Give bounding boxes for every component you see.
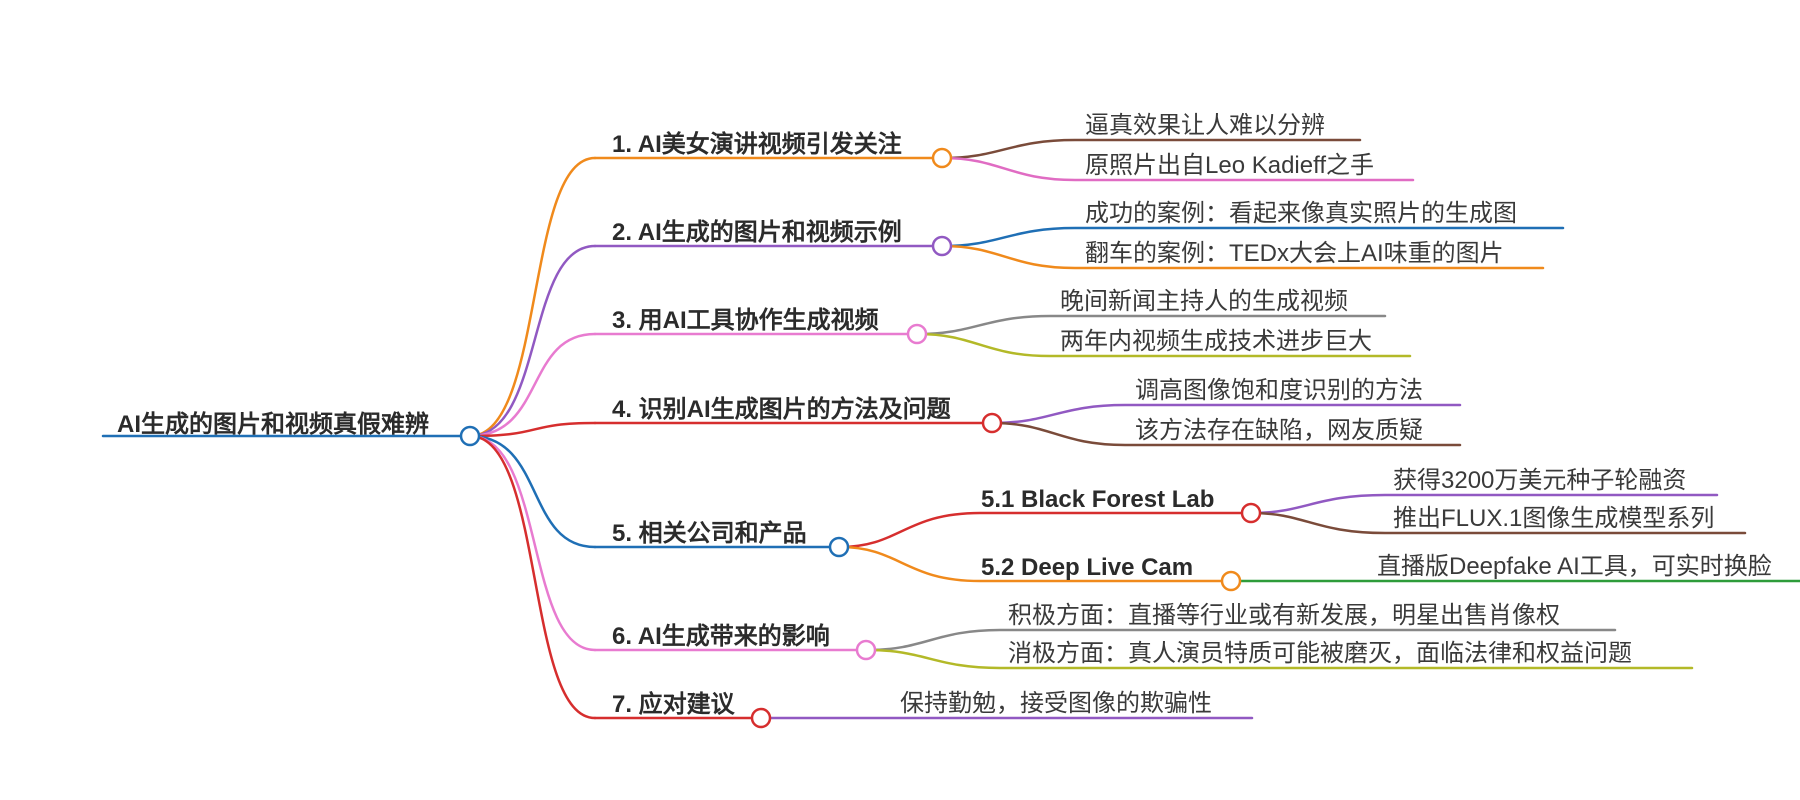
leaf-5-1-2[interactable]: 推出FLUX.1图像生成模型系列 (1393, 505, 1714, 532)
link-b1-leaf2 (941, 156, 1415, 182)
sub-5-1-node-handle[interactable] (1240, 502, 1262, 524)
link-sub1-leaf2 (1250, 511, 1747, 535)
link-root-b3 (468, 332, 597, 438)
branch-2-node-handle[interactable] (931, 235, 953, 257)
sub-5-2-topic[interactable]: 5.2 Deep Live Cam (981, 554, 1193, 581)
link-b5-sub1 (838, 511, 1244, 549)
branch-2-topic[interactable]: 2. AI生成的图片和视频示例 (612, 218, 902, 246)
link-b2-leaf2 (941, 244, 1545, 270)
leaf-5-1-1[interactable]: 获得3200万美元种子轮融资 (1393, 467, 1686, 494)
sub-5-2-node-handle[interactable] (1220, 570, 1242, 592)
branch-1-node-handle[interactable] (931, 147, 953, 169)
leaf-6-2[interactable]: 消极方面：真人演员特质可能被磨灭，面临法律和权益问题 (1008, 640, 1632, 667)
link-root-b2 (468, 244, 597, 438)
branch-7-node-handle[interactable] (750, 707, 772, 729)
leaf-1-1[interactable]: 逼真效果让人难以分辨 (1085, 112, 1325, 139)
branch-6-topic[interactable]: 6. AI生成带来的影响 (612, 622, 830, 650)
link-b1-leaf1 (941, 138, 1362, 160)
branch-5-node-handle[interactable] (828, 536, 850, 558)
leaf-5-2-1[interactable]: 直播版Deepfake AI工具，可实时换脸 (1377, 553, 1772, 580)
root-topic[interactable]: AI生成的图片和视频真假难辨 (117, 410, 429, 438)
link-b6-leaf1 (866, 628, 1617, 652)
leaf-2-2[interactable]: 翻车的案例：TEDx大会上AI味重的图片 (1085, 240, 1504, 267)
branch-1-topic[interactable]: 1. AI美女演讲视频引发关注 (612, 130, 902, 158)
link-b2-leaf1 (941, 226, 1565, 248)
link-root-b7 (468, 434, 597, 720)
branch-4-node-handle[interactable] (981, 412, 1003, 434)
link-root-b1 (468, 156, 597, 438)
link-b6-leaf2 (866, 648, 1694, 670)
branch-7-topic[interactable]: 7. 应对建议 (612, 690, 736, 718)
link-root-b5 (468, 434, 597, 549)
link-b4-leaf1 (991, 403, 1462, 425)
root-node-handle[interactable] (459, 425, 481, 447)
leaf-1-2[interactable]: 原照片出自Leo Kadieff之手 (1085, 152, 1374, 179)
leaf-3-2[interactable]: 两年内视频生成技术进步巨大 (1060, 328, 1372, 355)
branch-5-topic[interactable]: 5. 相关公司和产品 (612, 519, 807, 547)
leaf-4-1[interactable]: 调高图像饱和度识别的方法 (1135, 377, 1423, 404)
branch-4-topic[interactable]: 4. 识别AI生成图片的方法及问题 (612, 395, 951, 423)
link-sub1-leaf1 (1250, 493, 1719, 515)
link-b5-sub2 (838, 545, 1224, 583)
leaf-6-1[interactable]: 积极方面：直播等行业或有新发展，明星出售肖像权 (1008, 602, 1560, 629)
link-b4-leaf2 (991, 421, 1462, 447)
leaf-2-1[interactable]: 成功的案例：看起来像真实照片的生成图 (1085, 200, 1517, 227)
branch-3-node-handle[interactable] (906, 323, 928, 345)
link-root-b6 (468, 434, 597, 652)
link-b3-leaf2 (916, 332, 1412, 358)
leaf-4-2[interactable]: 该方法存在缺陷，网友质疑 (1135, 417, 1423, 444)
leaf-3-1[interactable]: 晚间新闻主持人的生成视频 (1060, 288, 1348, 315)
sub-5-1-topic[interactable]: 5.1 Black Forest Lab (981, 486, 1214, 513)
leaf-7-1[interactable]: 保持勤勉，接受图像的欺骗性 (900, 690, 1212, 717)
link-b3-leaf1 (916, 314, 1387, 336)
branch-6-node-handle[interactable] (855, 639, 877, 661)
branch-3-topic[interactable]: 3. 用AI工具协作生成视频 (612, 307, 879, 334)
link-root-b4 (468, 421, 597, 438)
